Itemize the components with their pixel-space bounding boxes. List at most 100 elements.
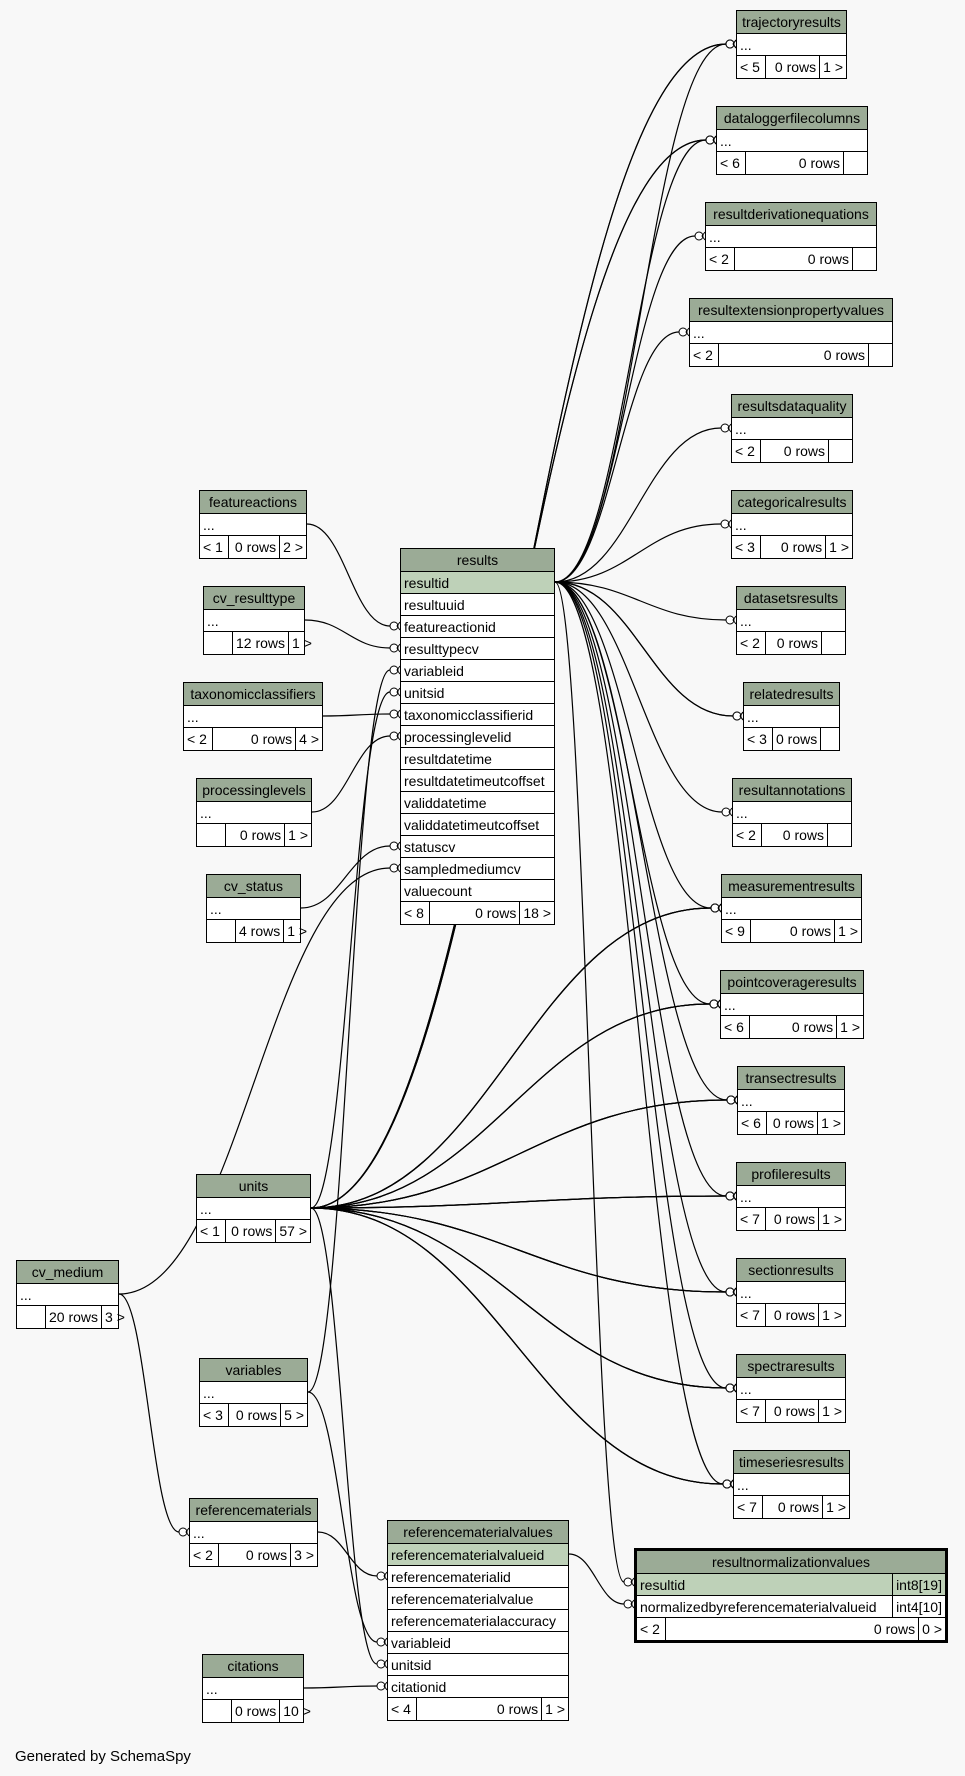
row-count[interactable]: 0 rows xyxy=(212,728,295,750)
parent-count[interactable] xyxy=(197,824,225,846)
column-row[interactable]: resulttypecv xyxy=(401,638,554,660)
column-row[interactable]: ... xyxy=(733,802,851,824)
table-title[interactable]: cv_resulttype xyxy=(204,587,304,610)
column-row[interactable]: ... xyxy=(734,1474,849,1496)
table-title[interactable]: spectraresults xyxy=(737,1355,845,1378)
column-row[interactable]: ... xyxy=(737,610,845,632)
column-row[interactable]: featureactionid xyxy=(401,616,554,638)
child-count[interactable]: 0 > xyxy=(918,1618,945,1640)
table-title[interactable]: citations xyxy=(203,1655,303,1678)
column-row[interactable]: referencematerialvalueid xyxy=(388,1544,568,1566)
child-count[interactable]: 1 > xyxy=(818,1304,845,1326)
parent-count[interactable] xyxy=(204,632,232,654)
column-row[interactable]: ... xyxy=(200,1382,307,1404)
column-row[interactable]: valuecount xyxy=(401,880,554,902)
row-count[interactable]: 0 rows xyxy=(228,1404,280,1426)
column-row[interactable]: ... xyxy=(732,418,852,440)
child-count[interactable]: 1 > xyxy=(822,1496,849,1518)
column-row[interactable]: ... xyxy=(207,898,300,920)
column-row[interactable]: ... xyxy=(721,994,863,1016)
column-row[interactable]: ... xyxy=(737,34,846,56)
table-title[interactable]: resultextensionpropertyvalues xyxy=(690,299,892,322)
table-title[interactable]: resultderivationequations xyxy=(706,203,876,226)
column-row[interactable]: ... xyxy=(744,706,839,728)
row-count[interactable]: 0 rows xyxy=(225,1220,275,1242)
table-title[interactable]: referencematerialvalues xyxy=(388,1521,568,1544)
row-count[interactable]: 0 rows xyxy=(665,1618,918,1640)
parent-count[interactable]: < 1 xyxy=(200,1223,220,1239)
column-row[interactable]: resultid xyxy=(401,572,554,594)
row-count[interactable]: 0 rows xyxy=(416,1698,541,1720)
parent-count[interactable]: < 7 xyxy=(740,1307,760,1323)
column-row[interactable]: variableid xyxy=(388,1632,568,1654)
table-title[interactable]: dataloggerfilecolumns xyxy=(717,107,867,130)
row-count[interactable]: 0 rows xyxy=(225,824,284,846)
row-count[interactable]: 4 rows xyxy=(235,920,283,942)
row-count[interactable]: 0 rows xyxy=(766,1112,817,1134)
parent-count[interactable]: < 8 xyxy=(404,905,424,921)
child-count[interactable]: 1 > xyxy=(825,536,852,558)
child-count[interactable]: 57 > xyxy=(275,1220,310,1242)
table-title[interactable]: relatedresults xyxy=(744,683,839,706)
child-count[interactable] xyxy=(828,440,852,462)
parent-count[interactable]: < 3 xyxy=(735,539,755,555)
table-title[interactable]: transectresults xyxy=(738,1067,844,1090)
child-count[interactable] xyxy=(852,248,876,270)
parent-count[interactable]: < 7 xyxy=(740,1211,760,1227)
parent-count[interactable]: < 9 xyxy=(725,923,745,939)
child-count[interactable]: 1 > xyxy=(834,920,861,942)
parent-count[interactable]: < 6 xyxy=(741,1115,761,1131)
child-count[interactable]: 3 > xyxy=(290,1544,317,1566)
column-row[interactable]: ... xyxy=(738,1090,844,1112)
parent-count[interactable]: < 2 xyxy=(736,827,756,843)
parent-count[interactable]: < 2 xyxy=(740,635,760,651)
table-title[interactable]: resultsdataquality xyxy=(732,395,852,418)
column-row[interactable]: resultdatetime xyxy=(401,748,554,770)
table-title[interactable]: categoricalresults xyxy=(732,491,852,514)
parent-count[interactable]: < 2 xyxy=(187,731,207,747)
column-row[interactable]: ... xyxy=(722,898,861,920)
column-row[interactable]: taxonomicclassifierid xyxy=(401,704,554,726)
parent-count[interactable]: < 7 xyxy=(740,1403,760,1419)
column-row[interactable]: validdatetimeutcoffset xyxy=(401,814,554,836)
column-row[interactable]: variableid xyxy=(401,660,554,682)
table-title[interactable]: sectionresults xyxy=(737,1259,845,1282)
table-title[interactable]: referencematerials xyxy=(190,1499,317,1522)
column-row[interactable]: ... xyxy=(706,226,876,248)
child-count[interactable] xyxy=(827,824,851,846)
parent-count[interactable]: < 2 xyxy=(709,251,729,267)
column-row[interactable]: unitsid xyxy=(388,1654,568,1676)
column-row[interactable]: ... xyxy=(190,1522,317,1544)
column-row[interactable]: ... xyxy=(197,1198,310,1220)
child-count[interactable]: 2 > xyxy=(279,536,306,558)
row-count[interactable]: 0 rows xyxy=(760,440,828,462)
parent-count[interactable]: < 5 xyxy=(740,59,760,75)
column-row[interactable]: ... xyxy=(737,1186,845,1208)
row-count[interactable]: 20 rows xyxy=(45,1306,101,1328)
row-count[interactable]: 0 rows xyxy=(765,1400,818,1422)
row-count[interactable]: 0 rows xyxy=(772,728,820,750)
table-title[interactable]: trajectoryresults xyxy=(737,11,846,34)
parent-count[interactable]: < 2 xyxy=(193,1547,213,1563)
column-row[interactable]: referencematerialaccuracy xyxy=(388,1610,568,1632)
parent-count[interactable]: < 6 xyxy=(720,155,740,171)
table-title[interactable]: cv_medium xyxy=(17,1261,118,1284)
column-row[interactable]: ... xyxy=(204,610,304,632)
row-count[interactable]: 0 rows xyxy=(228,536,279,558)
parent-count[interactable]: < 3 xyxy=(203,1407,223,1423)
child-count[interactable]: 1 > xyxy=(819,56,846,78)
